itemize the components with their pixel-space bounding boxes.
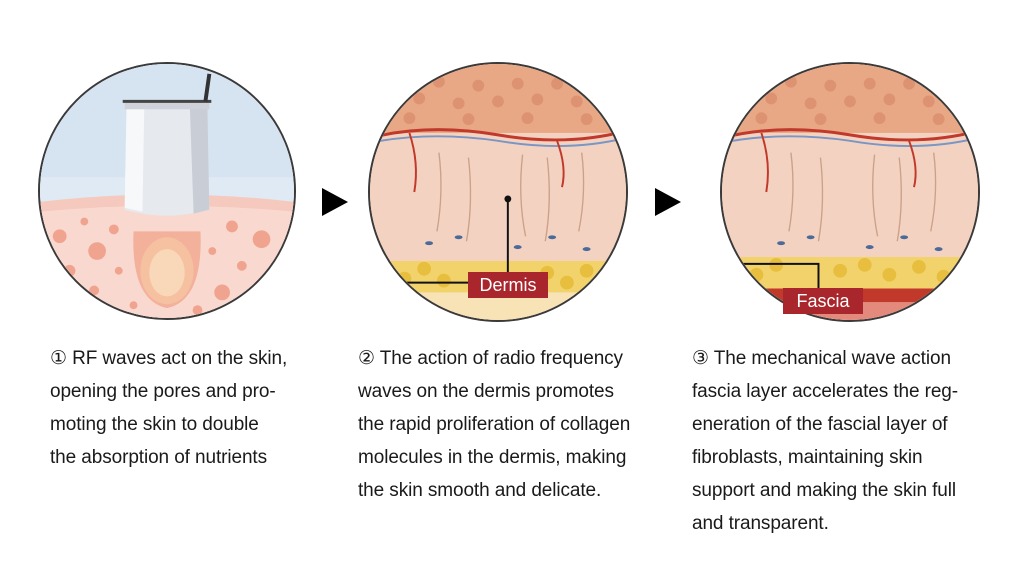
fascia-layer-image — [722, 64, 978, 320]
step-2-caption: ② The action of radio frequency waves on… — [358, 342, 630, 507]
next-arrow-icon — [322, 188, 348, 216]
caption-line: the rapid proliferation of collagen — [358, 414, 631, 435]
caption-line: the absorption of nutrients — [50, 447, 267, 468]
rf-device-skin-image — [40, 64, 294, 318]
caption-line: support and making the skin full — [692, 480, 957, 501]
step-1-caption: ① RF waves act on the skin, opening the … — [50, 342, 287, 474]
caption-line: fibroblasts, maintaining skin — [692, 447, 923, 468]
caption-line: ② The action of radio frequency — [358, 348, 623, 369]
caption-line: eneration of the fascial layer of — [692, 414, 948, 435]
step-3-illustration — [720, 62, 980, 322]
caption-line: fascia layer accelerates the reg- — [692, 381, 958, 402]
caption-line: and transparent. — [692, 513, 829, 534]
caption-line: the skin smooth and delicate. — [358, 480, 602, 501]
fascia-label: Fascia — [783, 288, 863, 314]
caption-line: ③ The mechanical wave action — [692, 348, 951, 369]
caption-line: moting the skin to double — [50, 414, 259, 435]
caption-line: waves on the dermis promotes — [358, 381, 614, 402]
step-3-caption: ③ The mechanical wave action fascia laye… — [692, 342, 958, 540]
caption-line: ① RF waves act on the skin, — [50, 348, 288, 369]
caption-line: molecules in the dermis, making — [358, 447, 627, 468]
next-arrow-icon — [655, 188, 681, 216]
caption-line: opening the pores and pro- — [50, 381, 276, 402]
step-1-illustration — [38, 62, 296, 320]
dermis-label: Dermis — [468, 272, 548, 298]
